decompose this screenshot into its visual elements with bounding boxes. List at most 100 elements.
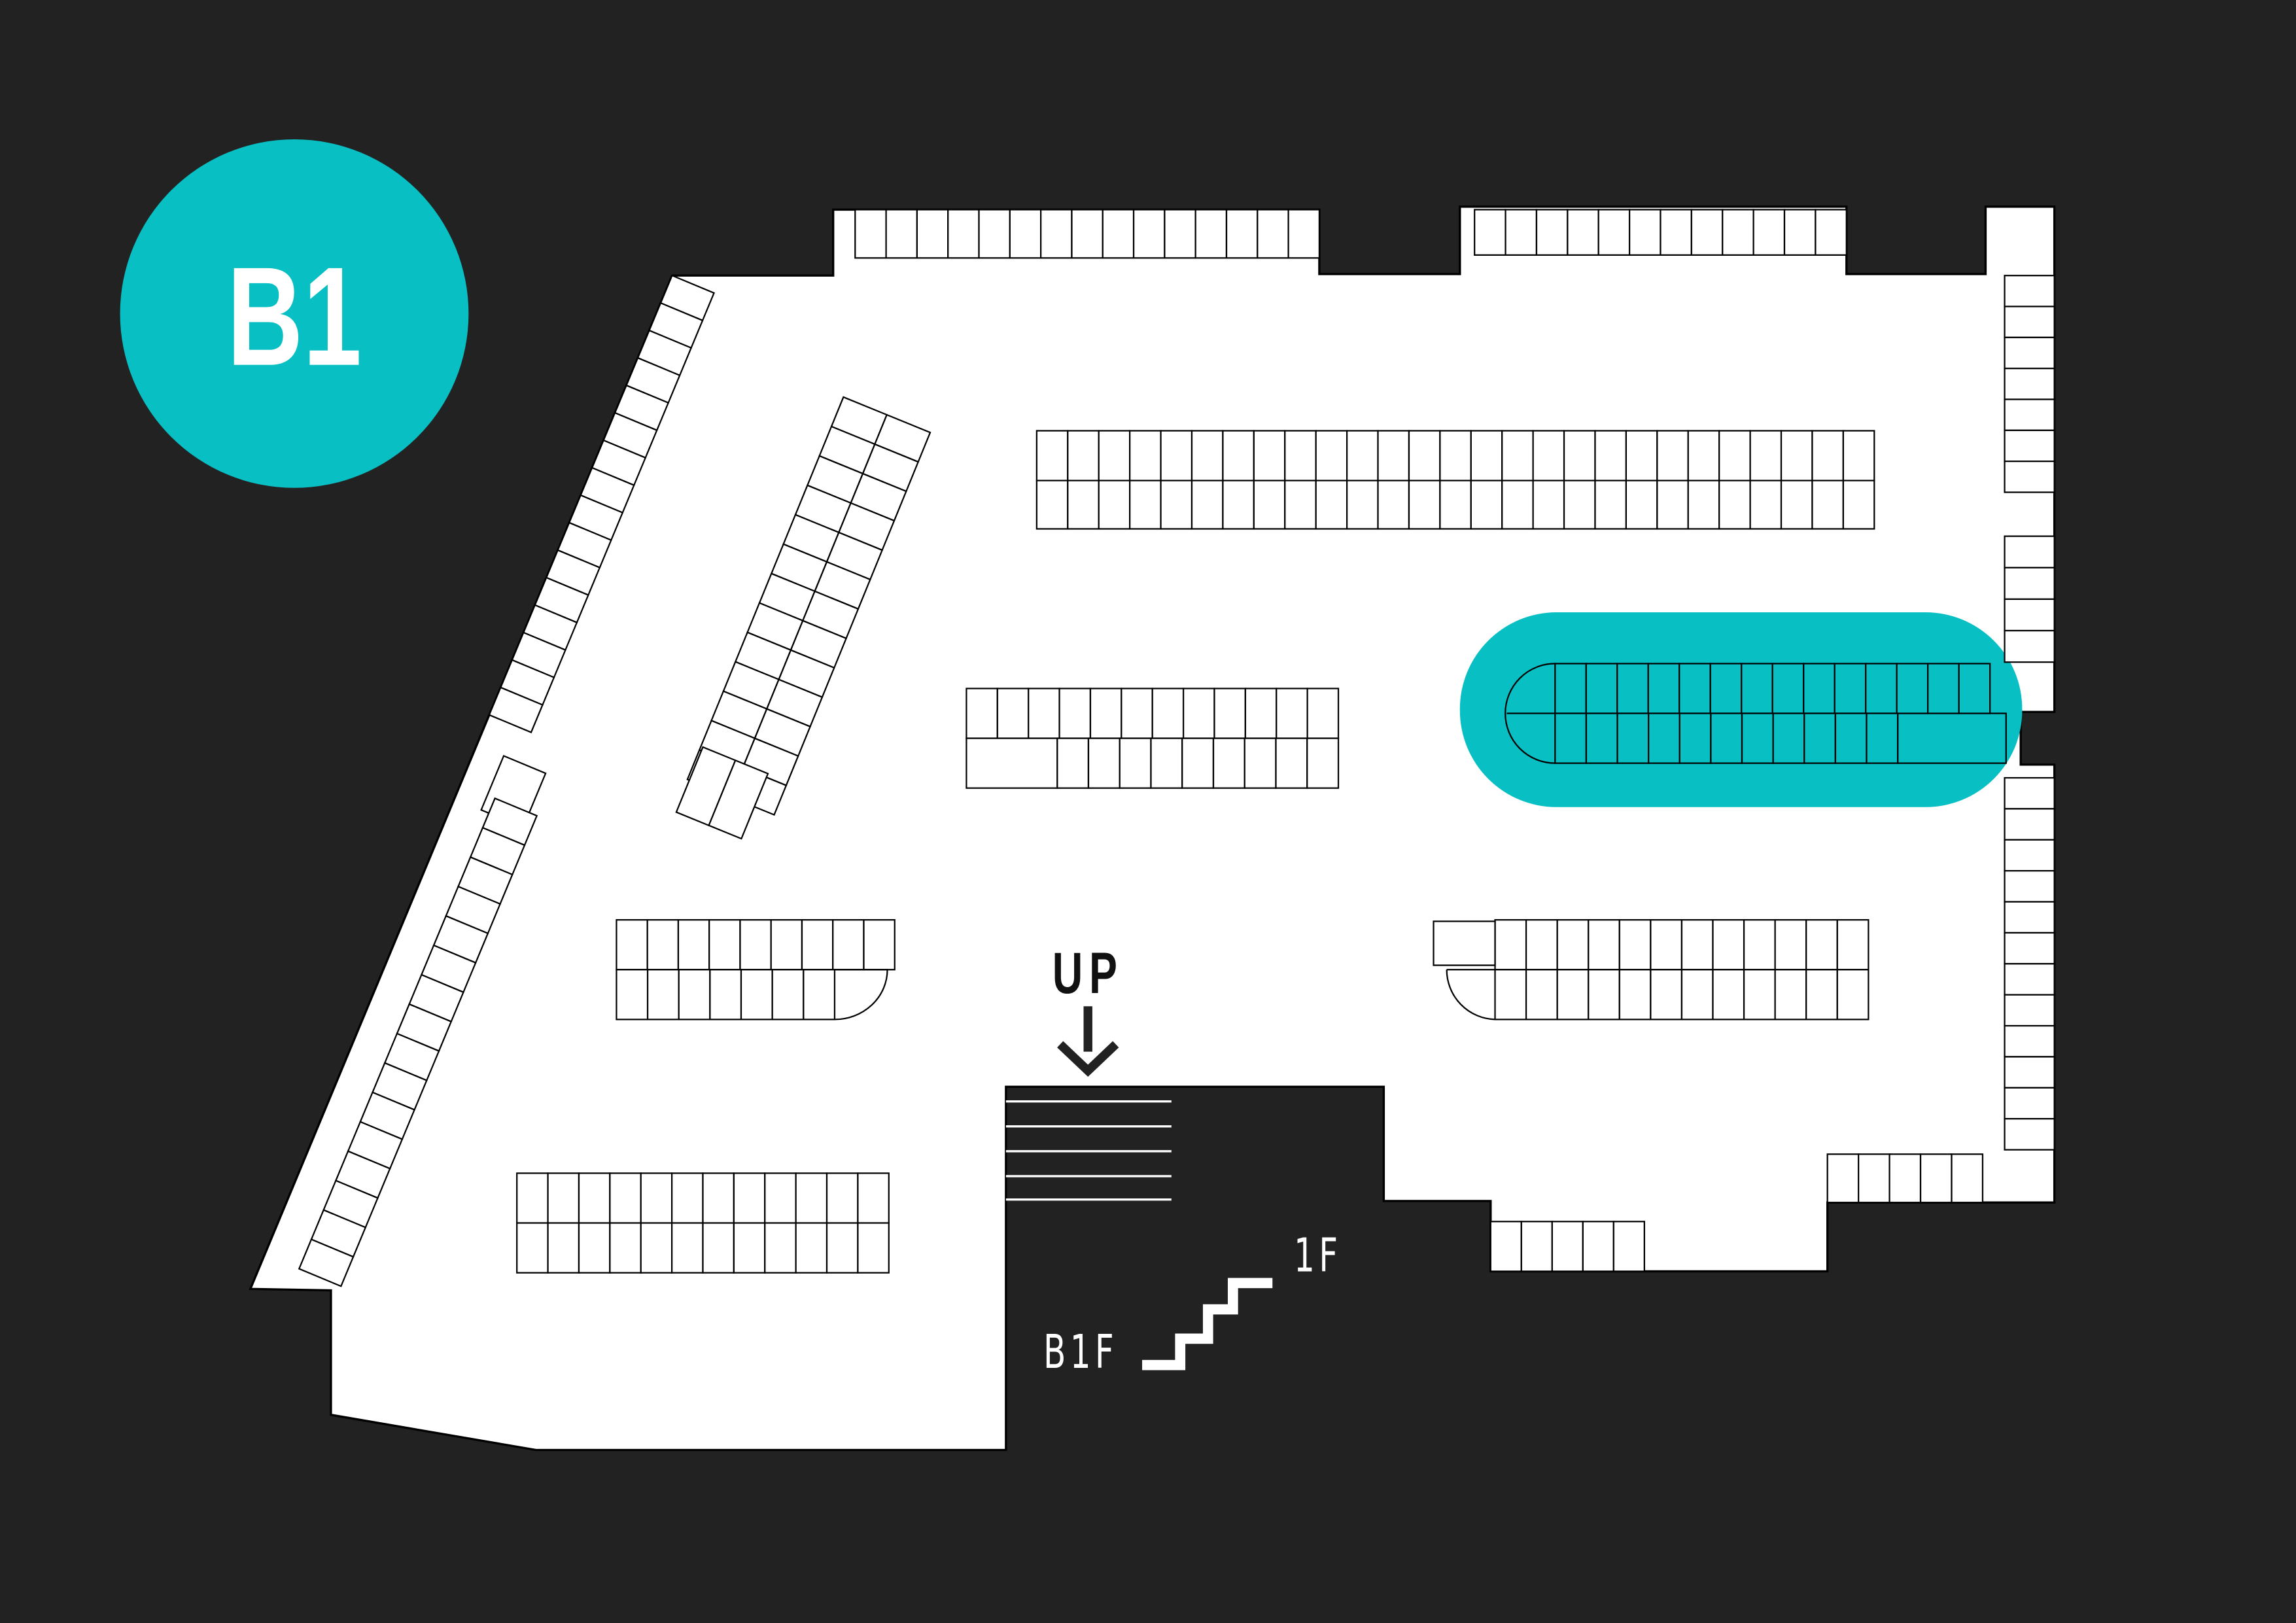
parking-space[interactable]: [1151, 688, 1185, 739]
parking-space[interactable]: [1836, 919, 1870, 971]
parking-space[interactable]: [795, 1222, 828, 1274]
parking-space[interactable]: [1520, 1221, 1553, 1272]
parking-space[interactable]: [702, 1172, 735, 1224]
parking-space[interactable]: [2004, 368, 2055, 400]
parking-space[interactable]: [1712, 919, 1745, 971]
highlighted-parking-space[interactable]: [1865, 663, 1898, 714]
parking-space[interactable]: [1505, 209, 1538, 256]
parking-space[interactable]: [2004, 808, 2055, 841]
parking-space[interactable]: [1212, 737, 1245, 789]
parking-space[interactable]: [1009, 209, 1042, 259]
parking-space[interactable]: [1594, 430, 1627, 481]
parking-space[interactable]: [832, 919, 865, 971]
parking-space[interactable]: [764, 1172, 797, 1224]
parking-space[interactable]: [1842, 480, 1875, 530]
parking-space[interactable]: [1680, 969, 1714, 1021]
parking-space[interactable]: [1306, 737, 1340, 789]
parking-space[interactable]: [2004, 1118, 2055, 1151]
parking-space[interactable]: [609, 1222, 642, 1274]
parking-space[interactable]: [1121, 688, 1153, 739]
parking-space[interactable]: [1164, 209, 1196, 259]
highlighted-parking-space[interactable]: [1771, 663, 1805, 714]
parking-space[interactable]: [1129, 430, 1162, 481]
parking-space[interactable]: [1836, 969, 1870, 1021]
parking-space[interactable]: [678, 969, 711, 1021]
parking-space[interactable]: [1551, 1221, 1584, 1272]
parking-space[interactable]: [1625, 430, 1658, 481]
parking-space[interactable]: [1556, 969, 1590, 1021]
parking-space[interactable]: [771, 969, 805, 1021]
parking-space[interactable]: [740, 969, 773, 1021]
parking-space[interactable]: [1056, 737, 1090, 789]
parking-space[interactable]: [1588, 969, 1620, 1021]
parking-space[interactable]: [1687, 480, 1720, 530]
highlighted-parking-space[interactable]: [1616, 712, 1650, 764]
highlighted-parking-space[interactable]: [1834, 712, 1868, 764]
parking-space[interactable]: [1067, 430, 1100, 481]
parking-space[interactable]: [1160, 480, 1193, 530]
parking-space[interactable]: [2004, 963, 2055, 996]
parking-space[interactable]: [1181, 737, 1215, 789]
highlighted-parking-space[interactable]: [1648, 712, 1680, 764]
parking-space[interactable]: [646, 969, 680, 1021]
parking-space[interactable]: [1377, 480, 1410, 530]
parking-space[interactable]: [1191, 430, 1224, 481]
parking-space[interactable]: [1346, 430, 1379, 481]
parking-space[interactable]: [947, 209, 980, 259]
parking-space[interactable]: [1470, 480, 1503, 530]
parking-space[interactable]: [1811, 480, 1845, 530]
parking-space[interactable]: [1501, 430, 1534, 481]
parking-space[interactable]: [1194, 209, 1228, 259]
parking-space[interactable]: [1594, 480, 1627, 530]
parking-space[interactable]: [885, 209, 918, 259]
highlighted-parking-space[interactable]: [1585, 663, 1618, 714]
parking-space[interactable]: [1182, 688, 1215, 739]
parking-space[interactable]: [2004, 629, 2055, 663]
parking-space[interactable]: [1253, 480, 1286, 530]
parking-space[interactable]: [488, 686, 544, 733]
parking-space[interactable]: [640, 1172, 673, 1224]
parking-space[interactable]: [702, 1222, 735, 1274]
parking-space[interactable]: [1612, 1221, 1645, 1272]
parking-space[interactable]: [1346, 480, 1379, 530]
parking-space[interactable]: [1028, 688, 1060, 739]
parking-space-corner[interactable]: [1433, 920, 1496, 966]
parking-space[interactable]: [1040, 209, 1073, 259]
parking-space[interactable]: [1532, 480, 1565, 530]
parking-space[interactable]: [1222, 430, 1255, 481]
highlighted-parking-space[interactable]: [1927, 663, 1960, 714]
parking-space[interactable]: [1556, 919, 1590, 971]
parking-space[interactable]: [2004, 567, 2055, 601]
highlighted-parking-space[interactable]: [1803, 663, 1835, 714]
parking-space[interactable]: [2004, 777, 2055, 810]
parking-space[interactable]: [640, 1222, 673, 1274]
parking-space[interactable]: [1071, 209, 1104, 259]
parking-space[interactable]: [1718, 480, 1751, 530]
highlighted-parking-space[interactable]: [1710, 712, 1743, 764]
parking-space[interactable]: [1743, 919, 1776, 971]
parking-space[interactable]: [1244, 688, 1278, 739]
parking-space[interactable]: [670, 1172, 704, 1224]
parking-space[interactable]: [1563, 430, 1596, 481]
parking-space[interactable]: [1160, 430, 1193, 481]
parking-space[interactable]: [1815, 209, 1847, 256]
parking-space[interactable]: [1588, 919, 1620, 971]
parking-space[interactable]: [616, 969, 649, 1021]
parking-space[interactable]: [1919, 1153, 1953, 1204]
parking-space[interactable]: [770, 919, 803, 971]
parking-space[interactable]: [1089, 688, 1122, 739]
parking-space[interactable]: [1213, 688, 1246, 739]
parking-space[interactable]: [2004, 535, 2055, 568]
parking-space[interactable]: [578, 1222, 611, 1274]
parking-space[interactable]: [1650, 969, 1683, 1021]
parking-space[interactable]: [1718, 430, 1751, 481]
parking-space[interactable]: [2004, 1087, 2055, 1120]
parking-space[interactable]: [1098, 430, 1131, 481]
parking-space[interactable]: [1811, 430, 1845, 481]
parking-space[interactable]: [739, 919, 772, 971]
parking-space[interactable]: [516, 1222, 549, 1274]
parking-space[interactable]: [1494, 969, 1527, 1021]
parking-space[interactable]: [733, 1222, 766, 1274]
highlighted-parking-space[interactable]: [1585, 712, 1618, 764]
parking-space[interactable]: [516, 1172, 549, 1224]
